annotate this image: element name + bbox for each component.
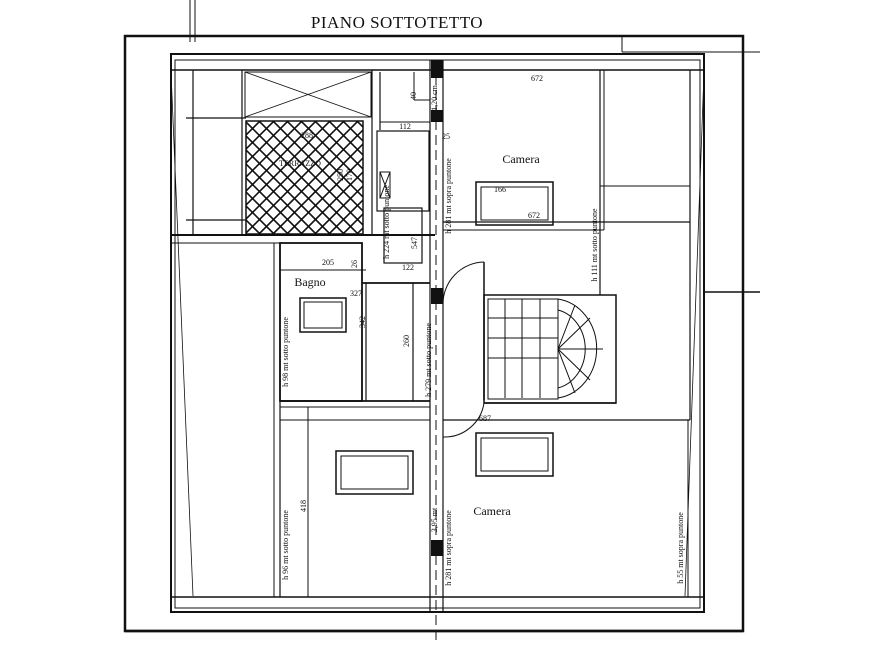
height-96: h 96 mt sotto puntone (281, 510, 290, 580)
staircase (487, 298, 603, 400)
hatch-line (399, 121, 512, 234)
dim-672-top: 672 (531, 74, 543, 83)
dim-250: 250 (336, 169, 345, 181)
outer-walls (123, 34, 760, 633)
dim-687: 687 (479, 414, 491, 423)
height-395: 3,95 mt (430, 507, 439, 532)
wall-details (379, 171, 391, 199)
hatch-line (328, 198, 363, 234)
skylights (299, 181, 554, 495)
plan-title: PIANO SOTTOTETTO (311, 13, 483, 32)
hatch-line (455, 121, 568, 234)
hatch-line (246, 218, 261, 234)
hatch-line (314, 184, 363, 234)
hatch-line (328, 121, 363, 157)
hatch-line (246, 121, 261, 137)
dim-547: 547 (410, 237, 419, 249)
hatch-line (246, 176, 303, 234)
hatch-line (300, 170, 363, 234)
hatch-line (246, 232, 247, 234)
room-label-terrazzo: TERRAZZO (279, 159, 321, 168)
height-111: h 111 mt sotto puntone (590, 208, 599, 282)
hatch-line (314, 121, 363, 171)
doors (442, 261, 485, 438)
dim-25: 25 (442, 132, 450, 141)
hatch-line (356, 121, 363, 129)
room-label-camera-top: Camera (502, 152, 540, 166)
hatch-line (399, 121, 512, 234)
hatch-line (455, 121, 568, 234)
dim-112: 112 (399, 122, 411, 131)
dim-166: 166 (494, 185, 506, 194)
height-279: h 279 mt sotto puntone (424, 323, 433, 397)
hatch-line (469, 121, 582, 234)
hatch-line (246, 121, 275, 151)
dim-120cm: 1,20 cm (430, 84, 439, 111)
height-98: h 98 mt sotto puntone (281, 317, 290, 387)
hatch-line (246, 121, 247, 123)
hatch-line (342, 212, 363, 234)
room-label-camera-bottom: Camera (473, 504, 511, 518)
terrace-area (245, 120, 364, 235)
dim-672-mid: 672 (528, 211, 540, 220)
dim-205: 205 (322, 258, 334, 267)
hatch-line (246, 190, 289, 234)
hatch-line (246, 121, 359, 234)
dim-327: 327 (350, 289, 362, 298)
dim-288: 288 (301, 131, 313, 140)
hatch-line (246, 121, 303, 179)
hatch-line (246, 121, 317, 193)
shafts (431, 60, 443, 556)
hatch-line (246, 204, 275, 234)
hatch-line (258, 128, 363, 234)
dim-260: 260 (402, 335, 411, 347)
terrace-hatch (246, 121, 582, 234)
height-55: h 55 mt sopra puntone (676, 512, 685, 584)
interior-walls (171, 60, 691, 640)
dim-170: 170 (345, 169, 354, 181)
height-224: h 224 mt sotto puntone (382, 185, 391, 259)
room-label-bagno: Bagno (294, 275, 325, 289)
hatch-line (286, 156, 363, 234)
height-281-bottom: h 281 mt sopra puntone (444, 510, 453, 586)
dim-122: 122 (402, 263, 414, 272)
hatch-line (246, 121, 331, 207)
hatch-line (356, 226, 363, 234)
height-281-top: h 281 mt sopra puntone (444, 158, 453, 234)
dim-418: 418 (299, 500, 308, 512)
hatch-line (469, 121, 582, 234)
hatch-line (272, 142, 363, 234)
hatch-line (246, 121, 345, 221)
dim-342: 342 (358, 316, 367, 328)
dim-40: 40 (409, 92, 418, 100)
hatch-line (246, 121, 289, 165)
hatch-line (342, 121, 363, 143)
dim-26: 26 (350, 260, 359, 268)
